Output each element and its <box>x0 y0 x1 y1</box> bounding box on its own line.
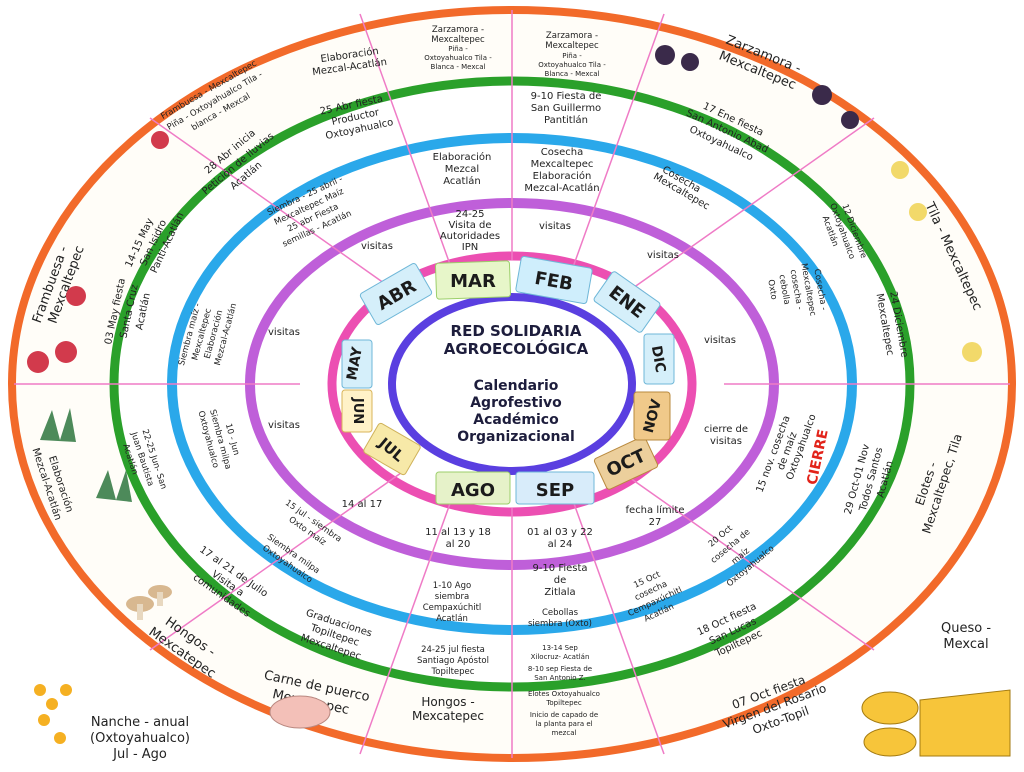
center-sub-line2: Agrofestivo <box>470 395 562 411</box>
green-feb: San Guillermo <box>531 103 601 114</box>
visit-label: visitas <box>268 327 300 338</box>
blue-sep: Zitlala <box>544 587 575 598</box>
tila-flower-icon <box>891 161 982 362</box>
outer-top1: Piña - <box>448 45 468 53</box>
inner-ring <box>388 293 636 475</box>
outer-capado: Inicio de capado de <box>530 711 598 719</box>
green-ago: 24-25 jul fiesta <box>421 645 485 655</box>
blue-dic: Oxto <box>765 279 778 301</box>
raspberry-icon <box>27 131 169 373</box>
visit-label: visitas <box>268 420 300 431</box>
blue-ago: siembra <box>435 592 469 602</box>
visit-label: visitas <box>647 250 679 261</box>
month-label-sep: SEP <box>536 480 574 501</box>
visit-closing: visitas <box>710 436 742 447</box>
mushroom-icon <box>126 585 172 620</box>
pig-icon <box>269 695 331 729</box>
visit-ipn: Visita de <box>448 220 491 231</box>
visit-dates: al 20 <box>446 539 471 550</box>
green-feb: 9-10 Fiesta de <box>531 91 602 102</box>
center-sub-line3: Académico <box>473 412 559 428</box>
outer-capado: la planta para el <box>535 720 592 728</box>
outer-top1: Zarzamora - <box>432 25 484 35</box>
visit-deadline: 27 <box>649 517 662 528</box>
visit-label: visitas <box>539 221 571 232</box>
blue-feb: Mexcaltepec <box>531 159 594 170</box>
outer-queso: Queso - <box>941 621 991 636</box>
month-tiles <box>341 255 675 505</box>
blue-ago: 1-10 Ago <box>433 581 471 591</box>
outer-elotes2: Topiltepec <box>545 699 582 707</box>
center-sub-line1: Calendario <box>474 378 559 394</box>
visits-ring: visitas visitas visitas visitas visitas … <box>268 209 748 550</box>
outer-elotes2: Elotes Oxtoyahualco <box>528 690 600 698</box>
visit-ipn: 24-25 <box>455 209 484 220</box>
blue-ago: Acatlán <box>436 614 468 624</box>
center-title-line1: RED SOLIDARIA <box>451 322 582 340</box>
visit-ipn: IPN <box>462 242 478 253</box>
visit-dates: 14 al 17 <box>342 499 383 510</box>
outer-top2: Oxtoyahualco Tila - <box>538 61 606 69</box>
outer-top2: Piña - <box>562 52 582 60</box>
green-ago: Santiago Apóstol <box>417 655 489 666</box>
month-label-mar: MAR <box>450 271 496 292</box>
visit-closing: cierre de <box>704 424 748 435</box>
berries-icon <box>655 45 859 129</box>
outer-nanche: (Oxtoyahualco) <box>90 731 190 746</box>
center-title-line2: AGROECOLÓGICA <box>444 339 589 358</box>
cheese-icon <box>861 689 1011 757</box>
blue-sep: 9-10 Fiesta <box>532 563 587 574</box>
outer-top2: Zarzamora - <box>546 31 598 41</box>
outer-nanche: Nanche - anual <box>91 715 189 730</box>
visit-dates: 11 al 13 y 18 <box>425 527 491 538</box>
month-label-dic: DIC <box>648 344 668 373</box>
blue-sep: Cebollas <box>542 608 579 618</box>
blue-mar: Elaboración <box>433 151 492 163</box>
blue-mar: Mezcal <box>445 164 479 175</box>
outer-top2: Blanca - Mexcal <box>545 70 600 78</box>
green-sep: 8-10 sep Fiesta de <box>528 665 592 673</box>
outer-top1: Mexcaltepec <box>431 35 485 45</box>
green-sep: Xilocruz- Acatlán <box>531 653 590 661</box>
blue-mar: Acatlán <box>443 175 480 187</box>
outer-top1: Blanca - Mexcal <box>431 63 486 71</box>
green-feb: Pantitlán <box>544 114 588 126</box>
green-sep: San Antonio Z. <box>534 674 586 682</box>
visit-dates: al 24 <box>548 539 573 550</box>
center-title-block: RED SOLIDARIA AGROECOLÓGICA Calendario A… <box>444 322 589 445</box>
outer-nanche: Jul - Ago <box>112 747 167 762</box>
blue-sep: siembra (Oxto) <box>528 619 592 629</box>
blue-feb: Elaboración <box>533 170 592 182</box>
month-label-jun: JUN <box>350 397 365 424</box>
outer-hongos1: Mexcatepec <box>412 709 484 723</box>
month-label-ago: AGO <box>451 480 495 501</box>
visit-label: visitas <box>704 335 736 346</box>
outer-capado: mezcal <box>552 729 577 737</box>
blue-feb: Cosecha <box>541 147 583 158</box>
green-sep: 13-14 Sep <box>542 644 578 652</box>
visit-deadline: fecha límite <box>626 504 685 516</box>
visit-dates: 01 al 03 y 22 <box>527 527 593 538</box>
blue-sep: de <box>554 575 567 586</box>
dividers <box>14 10 1010 758</box>
blue-feb: Mezcal-Acatlán <box>524 182 599 194</box>
month-label-may: MAY <box>344 345 366 382</box>
outer-queso: Mexcal <box>943 637 988 652</box>
outer-top1: Oxtoyahualco Tila - <box>424 54 492 62</box>
outer-top2: Mexcaltepec <box>545 41 599 51</box>
center-sub-line4: Organizacional <box>457 429 575 445</box>
blue-ago: Cempaxúchitl <box>423 603 482 613</box>
outer-hongos1: Hongos - <box>421 695 474 709</box>
agave-icon <box>40 408 132 502</box>
visit-label: visitas <box>361 241 393 252</box>
visit-ipn: Autoridades <box>440 231 500 242</box>
green-ago: Topiltepec <box>431 667 475 677</box>
nanche-fruit-icon <box>34 684 72 744</box>
